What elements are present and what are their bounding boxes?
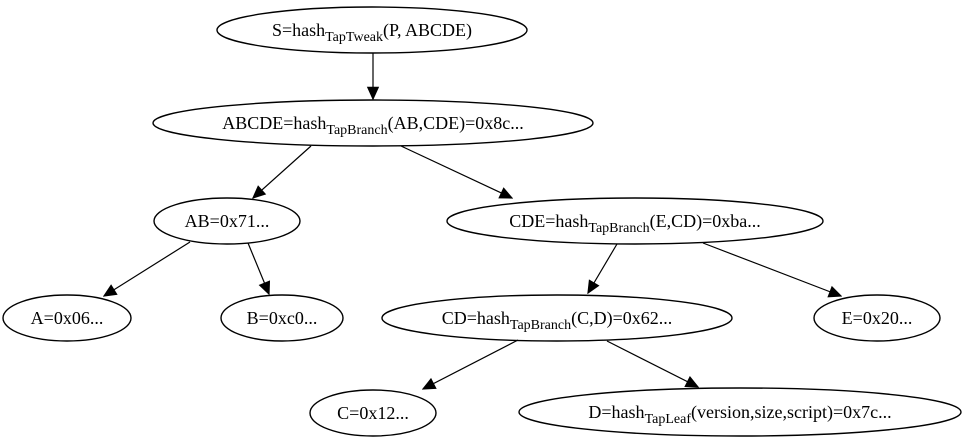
node-ellipse-E bbox=[813, 294, 941, 342]
node-label-B: B=0xc0... bbox=[247, 308, 318, 328]
edges-layer bbox=[104, 53, 841, 389]
diagram-node-D: D=hashTapLeaf(version,size,script)=0x7c.… bbox=[518, 387, 962, 437]
node-label-CDE: CDE=hashTapBranch(E,CD)=0xba... bbox=[509, 211, 761, 236]
node-label-E: E=0x20... bbox=[842, 308, 913, 328]
nodes-layer: S=hashTapTweak(P, ABCDE) ABCDE=hashTapBra… bbox=[2, 6, 962, 437]
diagram-node-A: A=0x06... bbox=[2, 294, 132, 342]
diagram-node-CDE: CDE=hashTapBranch(E,CD)=0xba... bbox=[446, 197, 824, 245]
node-label-C: C=0x12... bbox=[337, 403, 409, 423]
edge-AB-to-B bbox=[247, 242, 269, 294]
diagram-node-S: S=hashTapTweak(P, ABCDE) bbox=[216, 6, 528, 54]
edge-CD-to-C bbox=[423, 339, 519, 389]
edge-CDE-to-CD bbox=[588, 243, 618, 293]
diagram-node-C: C=0x12... bbox=[309, 389, 437, 437]
node-ellipse-S bbox=[216, 6, 528, 54]
node-label-CD: CD=hashTapBranch(C,D)=0x62... bbox=[442, 308, 673, 333]
node-label-AB: AB=0x71... bbox=[185, 211, 270, 231]
node-ellipse-ABCDE bbox=[152, 99, 594, 147]
node-ellipse-CDE bbox=[446, 197, 824, 245]
edge-CDE-to-E bbox=[702, 242, 841, 296]
edge-CD-to-D bbox=[606, 340, 698, 387]
diagram-node-B: B=0xc0... bbox=[220, 294, 344, 342]
node-ellipse-C bbox=[309, 389, 437, 437]
node-ellipse-CD bbox=[381, 294, 733, 342]
diagram-node-ABCDE: ABCDE=hashTapBranch(AB,CDE)=0x8c... bbox=[152, 99, 594, 147]
node-ellipse-B bbox=[220, 294, 344, 342]
edge-ABCDE-to-AB bbox=[253, 145, 312, 198]
node-label-A: A=0x06... bbox=[31, 308, 104, 328]
node-label-ABCDE: ABCDE=hashTapBranch(AB,CDE)=0x8c... bbox=[222, 113, 524, 138]
edge-ABCDE-to-CDE bbox=[400, 145, 512, 198]
edge-AB-to-A bbox=[104, 241, 191, 296]
node-label-S: S=hashTapTweak(P, ABCDE) bbox=[272, 20, 472, 45]
node-ellipse-AB bbox=[153, 197, 301, 245]
diagram-node-CD: CD=hashTapBranch(C,D)=0x62... bbox=[381, 294, 733, 342]
diagram-node-AB: AB=0x71... bbox=[153, 197, 301, 245]
diagram-node-E: E=0x20... bbox=[813, 294, 941, 342]
node-label-D: D=hashTapLeaf(version,size,script)=0x7c.… bbox=[588, 402, 891, 427]
node-ellipse-A bbox=[2, 294, 132, 342]
node-ellipse-D bbox=[518, 387, 962, 437]
